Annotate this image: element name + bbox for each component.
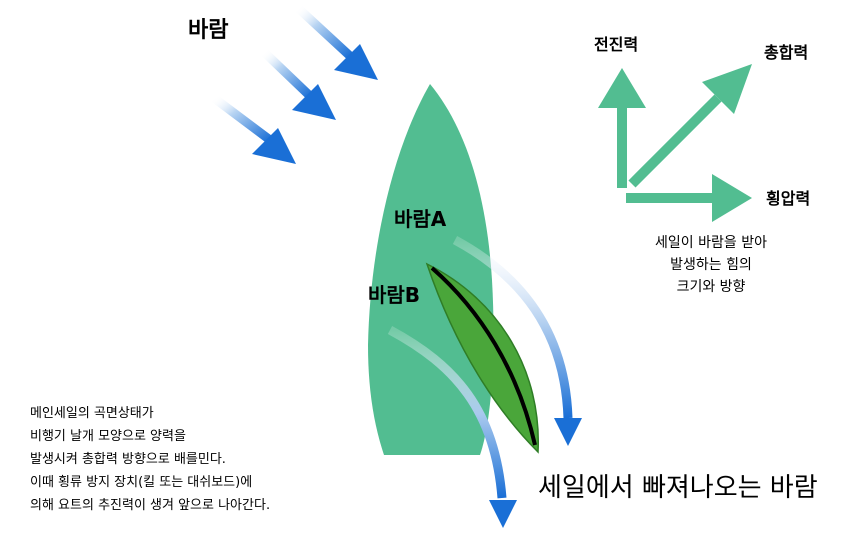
lateral-force-arrow-icon xyxy=(626,174,752,222)
explanation-text: 메인세일의 곡면상태가 비행기 날개 모양으로 양력을 발생시켜 총합력 방향으… xyxy=(30,402,270,517)
explanation-line: 이때 횡류 방지 장치(킬 또는 대쉬보드)에 xyxy=(30,475,253,490)
wind-a-label: 바람A xyxy=(394,207,447,231)
force-caption-line: 발생하는 힘의 xyxy=(670,257,752,273)
wind-b-label: 바람B xyxy=(368,283,421,307)
explanation-line: 의해 요트의 추진력이 생겨 앞으로 나아간다. xyxy=(30,498,271,513)
wind-arrow-icon xyxy=(294,4,378,80)
force-caption-line: 크기와 방향 xyxy=(676,279,746,295)
total-force-arrow-icon xyxy=(628,64,752,188)
incoming-wind-arrows xyxy=(211,4,378,164)
explanation-line: 발생시켜 총합력 방향으로 배를민다. xyxy=(30,452,226,467)
wind-a-flow xyxy=(452,236,582,446)
forward-force-arrow-icon xyxy=(598,68,646,188)
mainsail xyxy=(425,262,539,454)
wind-arrow-icon xyxy=(211,94,296,164)
exit-wind-label: 세일에서 빠져나오는 바람 xyxy=(538,473,818,503)
wind-b-flow xyxy=(387,326,517,528)
explanation-line: 비행기 날개 모양으로 양력을 xyxy=(30,429,186,444)
force-caption: 세일이 바람을 받아 발생하는 힘의 크기와 방향 xyxy=(636,232,786,298)
total-force-label: 총합력 xyxy=(764,43,809,62)
explanation-line: 메인세일의 곡면상태가 xyxy=(30,406,154,421)
wind-label: 바람 xyxy=(188,18,229,43)
lateral-force-label: 횡압력 xyxy=(766,189,811,208)
forward-force-label: 전진력 xyxy=(594,35,639,54)
force-vectors xyxy=(598,64,752,222)
wind-arrow-icon xyxy=(260,48,336,120)
force-caption-line: 세일이 바람을 받아 xyxy=(655,235,767,251)
